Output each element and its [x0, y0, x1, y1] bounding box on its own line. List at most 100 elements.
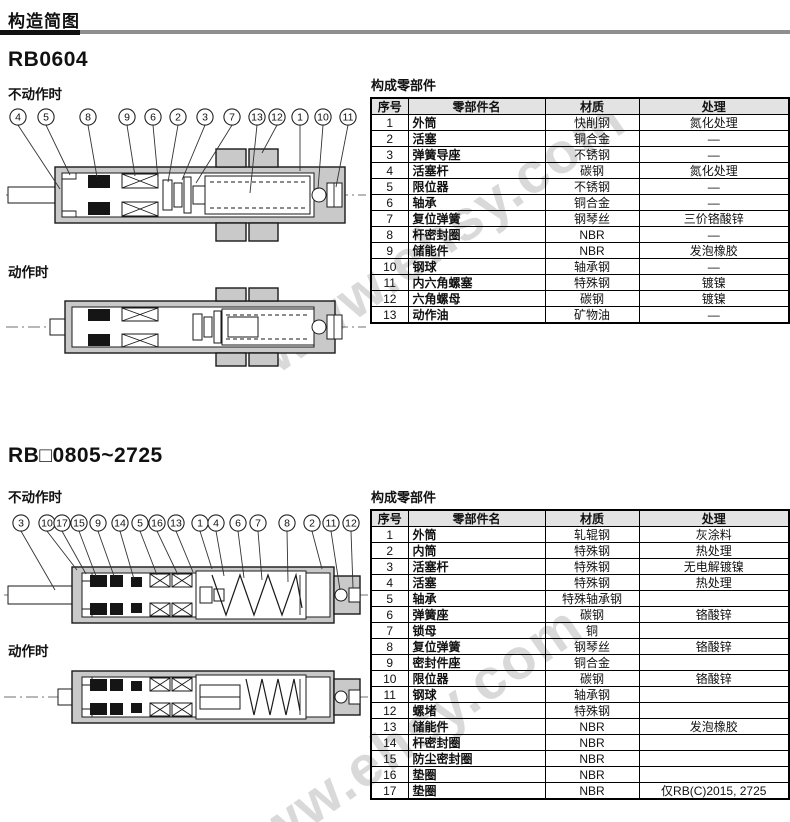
callout-6 — [229, 514, 247, 532]
table-cell: 特殊钢 — [544, 542, 640, 559]
table-cell: 轴承钢 — [544, 686, 640, 703]
callout-11 — [339, 108, 357, 126]
callout-10 — [314, 108, 332, 126]
callout-5 — [37, 108, 55, 126]
table-cell: 碳钢 — [544, 162, 640, 179]
table-cell: 7 — [370, 210, 409, 227]
table-cell: 六角螺母 — [407, 290, 546, 307]
table-cell: 氮化处理 — [638, 114, 790, 131]
callout-label: 11 — [326, 518, 337, 530]
table-cell: 4 — [370, 574, 409, 591]
state-label-normal-1: 不动作时 — [8, 87, 62, 102]
table-cell: 特殊钢 — [544, 558, 640, 575]
leader-line — [139, 530, 158, 576]
callout-6 — [144, 108, 162, 126]
table-cell: 11 — [370, 686, 409, 703]
column-header: 处理 — [638, 509, 790, 527]
callout-label: 4 — [15, 112, 21, 124]
table-cell: 内筒 — [407, 542, 546, 559]
table-cell: 氮化处理 — [638, 162, 790, 179]
table-cell: 14 — [370, 734, 409, 751]
table-cell: 铜 — [544, 622, 640, 639]
table-cell: 储能件 — [407, 242, 546, 259]
leader-line — [97, 530, 115, 577]
leader-line — [181, 124, 206, 181]
table-cell: 螺堵 — [407, 702, 546, 719]
return-spring — [211, 572, 303, 617]
table-cell: 15 — [370, 750, 409, 767]
table-cell: 17 — [370, 782, 409, 800]
column-header: 序号 — [370, 509, 409, 527]
table-cell: NBR — [544, 242, 640, 259]
callout-label: 1 — [197, 518, 203, 530]
callout-label: 16 — [151, 518, 163, 530]
leader-line — [199, 530, 213, 570]
table-cell: 无电解镀镍 — [638, 558, 790, 575]
rod-seal — [90, 679, 142, 715]
callout-8 — [79, 108, 97, 126]
table-cell: 钢琴丝 — [544, 210, 640, 227]
callout-label: 14 — [114, 518, 126, 530]
table-cell: 弹簧导座 — [407, 146, 546, 163]
table-cell: 铬酸锌 — [638, 606, 790, 623]
inner-tube — [204, 175, 311, 215]
table-cell — [638, 590, 790, 607]
table-cell: 碳钢 — [544, 290, 640, 307]
title-rule — [0, 30, 790, 35]
table-cell: 密封件座 — [407, 654, 546, 671]
state-label-normal-2: 不动作时 — [8, 490, 62, 505]
column-header: 零部件名 — [407, 97, 546, 115]
parts-table-title: 构成零部件 — [371, 78, 437, 93]
callout-12 — [268, 108, 286, 126]
leader-line — [249, 125, 258, 194]
table-cell: 2 — [370, 542, 409, 559]
table-cell: 10 — [370, 670, 409, 687]
table-cell: NBR — [544, 718, 640, 735]
model-heading-rb0805-2725: RB□0805~2725 — [8, 444, 163, 467]
callout-15 — [70, 514, 88, 532]
table-cell: 钢琴丝 — [544, 638, 640, 655]
header-row: 序号零部件名材质处理 — [370, 509, 790, 527]
leader-line — [286, 531, 289, 583]
callout-label: 13 — [170, 518, 182, 530]
table-cell: 铜合金 — [544, 130, 640, 147]
leader-line — [215, 531, 225, 577]
callout-label: 2 — [175, 112, 181, 124]
callout-label: 7 — [255, 518, 261, 530]
leader-line — [317, 125, 324, 190]
table-cell: 垫圈 — [407, 766, 546, 783]
piston-assembly — [199, 684, 241, 710]
column-header: 零部件名 — [407, 509, 546, 527]
leader-line — [257, 531, 263, 581]
rod-seal — [88, 175, 110, 215]
parts-table-title: 构成零部件 — [371, 490, 437, 505]
column-header: 处理 — [638, 97, 790, 115]
table-cell: 9 — [370, 654, 409, 671]
table-cell — [638, 766, 790, 783]
table-cell: 储能件 — [407, 718, 546, 735]
table-cell: — — [638, 146, 790, 163]
callout-2 — [303, 514, 321, 532]
callout-label: 1 — [297, 112, 303, 124]
leader-line — [195, 124, 233, 184]
state-label-actuated-1: 动作时 — [8, 265, 49, 280]
table-cell — [638, 686, 790, 703]
leader-line — [330, 531, 341, 591]
table-cell: 5 — [370, 178, 409, 195]
screw-plug — [326, 182, 343, 208]
callout-label: 10 — [317, 112, 329, 124]
